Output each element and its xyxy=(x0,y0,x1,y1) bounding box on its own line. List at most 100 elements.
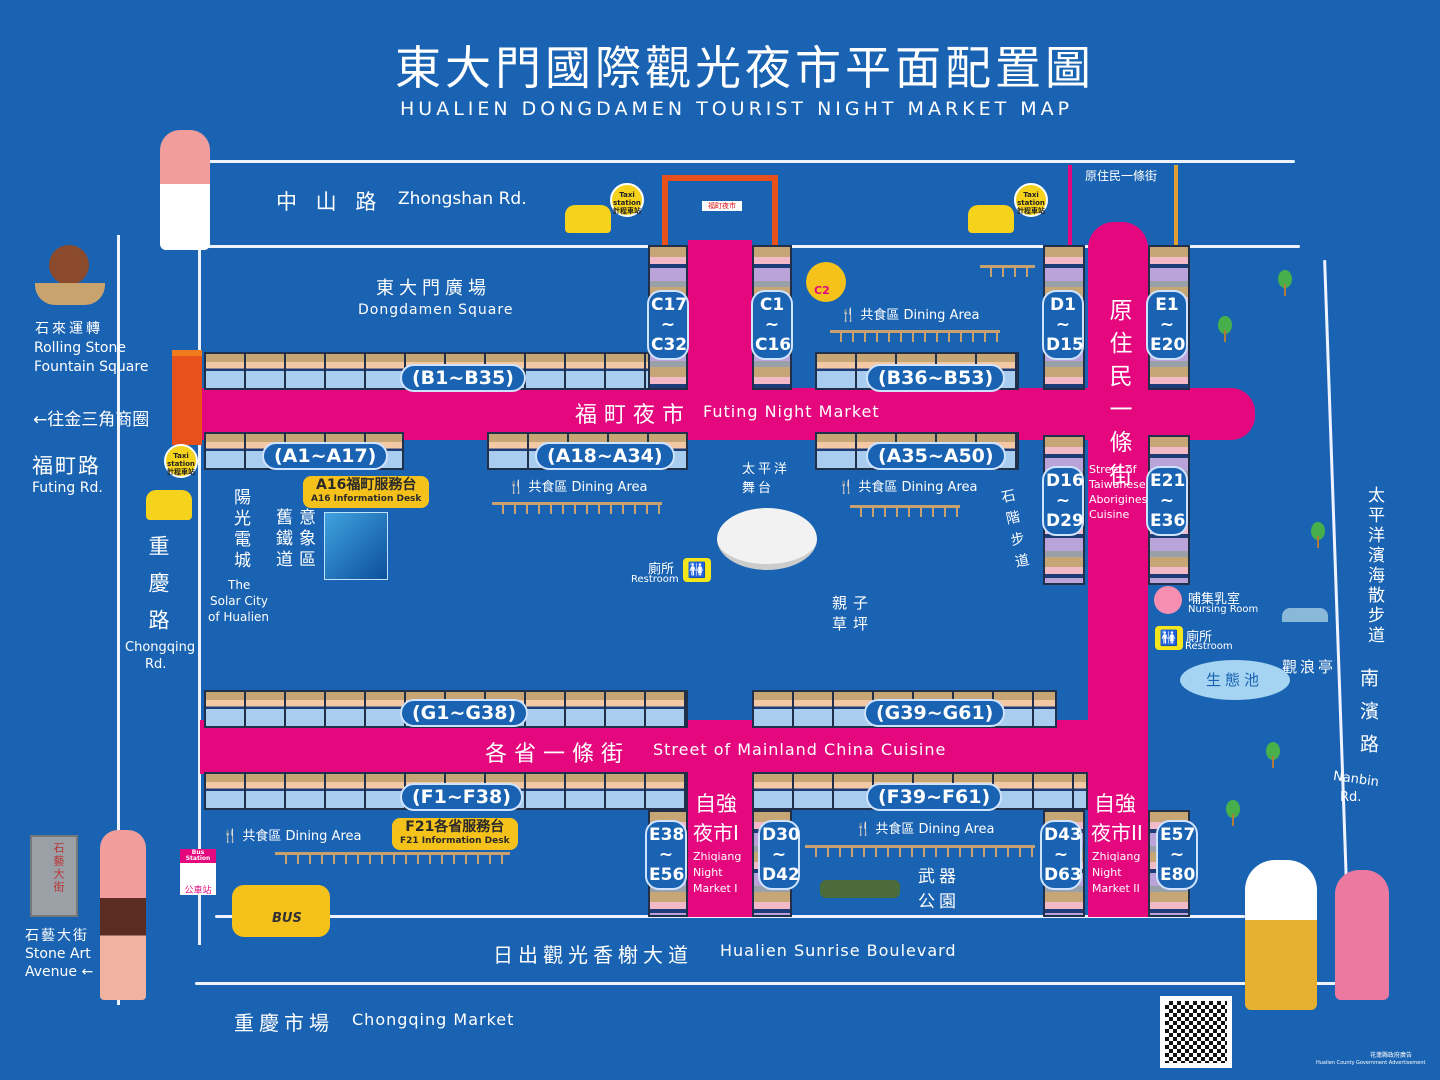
stall-label-f1: (F1~F38) xyxy=(400,783,523,811)
utensils-icon: 🍴 xyxy=(508,480,529,495)
taxi-station-icon: Taxi station 計程車站 xyxy=(1014,183,1048,217)
stall-label-a1: (A1~A17) xyxy=(262,442,389,470)
aboriginal-street-en3: Aborigines xyxy=(1089,493,1148,506)
taxi-station-icon: Taxi station 計程車站 xyxy=(164,444,198,478)
arch-sign: 福町夜市 xyxy=(702,201,742,211)
chongqing-market-en: Chongqing Market xyxy=(352,1010,515,1029)
stall-label-a35: (A35~A50) xyxy=(866,442,1006,470)
rolling-stone-fountain-icon xyxy=(35,245,105,307)
solar-panel-icon xyxy=(324,512,388,580)
futing-road-en: Futing Rd. xyxy=(32,480,103,496)
golden-triangle-direction: ←往金三角商圈 xyxy=(33,410,150,430)
dining-tables-icon xyxy=(850,505,960,517)
couple-illustration xyxy=(1245,860,1317,1010)
tree-icon xyxy=(1278,270,1292,296)
wave-pavilion-icon xyxy=(1282,608,1328,648)
taxi-car-icon xyxy=(146,490,192,520)
restroom-icon: 🚻 xyxy=(683,558,711,582)
ecological-pond xyxy=(1180,660,1290,700)
solar-city-en2: Solar City xyxy=(210,594,268,608)
chongqing-road-en1: Chongqing xyxy=(125,640,196,655)
stone-art-avenue-en2: Avenue ← xyxy=(25,964,94,980)
f21-desk-zh: F21各省服務台 xyxy=(405,819,505,835)
stall-label-c17: C17 ~ C32 xyxy=(647,290,689,360)
dining-area-label: 🍴 共食區 Dining Area xyxy=(838,476,977,495)
stone-art-avenue-en1: Stone Art xyxy=(25,946,91,962)
zhongshan-road-label-zh: 中 山 路 xyxy=(276,190,383,214)
nanbin-road-en1: Nanbin xyxy=(1332,768,1380,791)
wave-pavilion-label: 觀浪亭 xyxy=(1282,658,1337,676)
utensils-icon: 🍴 xyxy=(222,829,243,844)
dining-area-text: 共食區 Dining Area xyxy=(528,480,648,495)
pacific-stage xyxy=(717,508,817,570)
chongqing-road-en2: Rd. xyxy=(145,657,167,672)
stall-label-b1: (B1~B35) xyxy=(400,364,526,392)
dining-tables-icon xyxy=(980,265,1035,277)
aboriginal-gate-sign: 原住民一條街 xyxy=(1085,169,1158,183)
stall-label-e57: E57 ~ E80 xyxy=(1156,820,1198,890)
futing-road-zh: 福町路 xyxy=(32,454,101,478)
zhiqiang-2-zh1: 自強 xyxy=(1094,792,1136,816)
zhiqiang-2-zh2: 夜市II xyxy=(1091,821,1143,845)
west-road-line xyxy=(117,235,120,1005)
map-subtitle: HUALIEN DONGDAMEN TOURIST NIGHT MARKET M… xyxy=(400,98,1074,120)
coastal-walk-label: 太平洋濱海散步道 xyxy=(1364,486,1384,646)
stone-art-avenue-zh: 石藝大街 xyxy=(25,928,89,944)
zhiqiang-2-en3: Market II xyxy=(1092,882,1140,895)
solar-city-en1: The xyxy=(228,578,251,592)
government-ad-en: Hualien County Government Advertisement xyxy=(1316,1060,1426,1066)
dining-area-label: 🍴 共食區 Dining Area xyxy=(222,825,361,844)
mainland-street-en: Street of Mainland China Cuisine xyxy=(653,740,947,759)
zhiqiang-1-en2: Night xyxy=(693,866,723,879)
zhiqiang-1-en1: Zhiqiang xyxy=(693,850,742,863)
zhiqiang-1-zh2: 夜市I xyxy=(693,821,739,845)
nursing-room-en: Nursing Room xyxy=(1188,604,1259,615)
stall-label-g39: (G39~G61) xyxy=(864,699,1006,727)
zhiqiang-2-en1: Zhiqiang xyxy=(1092,850,1141,863)
restroom-zh: 廁所 xyxy=(1186,630,1213,645)
stall-label-e21: E21 ~ E36 xyxy=(1146,466,1188,536)
dining-area-label: 🍴 共食區 Dining Area xyxy=(508,476,647,495)
zhongshan-road-line-top xyxy=(205,160,1295,163)
stall-label-d1: D1 ~ D15 xyxy=(1042,290,1084,360)
dining-tables-icon xyxy=(830,330,1000,342)
stone-art-monument-sign: 石藝大街 xyxy=(52,842,65,894)
qr-code[interactable] xyxy=(1160,996,1232,1068)
futing-street-zh: 福 町 夜 市 xyxy=(575,403,684,428)
solar-city-en3: of Hualien xyxy=(208,610,270,624)
zhiqiang-1-zh1: 自強 xyxy=(695,792,737,816)
futing-night-market-street xyxy=(200,388,1255,440)
chongqing-road-zh: 重慶路 xyxy=(146,535,170,646)
stall-label-e1: E1 ~ E20 xyxy=(1146,290,1188,360)
aboriginal-street-en1: Street of xyxy=(1089,463,1137,476)
stall-label-a18: (A18~A34) xyxy=(535,442,675,470)
nanbin-road-line xyxy=(1323,260,1350,940)
nanbin-road-zh: 南濱路 xyxy=(1357,668,1379,767)
sunrise-boulevard-en: Hualien Sunrise Boulevard xyxy=(720,941,957,960)
restroom-en: Restroom xyxy=(1185,641,1233,652)
dining-tables-icon xyxy=(805,845,1035,857)
dining-tables-icon xyxy=(492,502,662,514)
rolling-stone-en1: Rolling Stone xyxy=(34,340,126,356)
dining-area-label: 🍴 共食區 Dining Area xyxy=(855,818,994,837)
utensils-icon: 🍴 xyxy=(840,308,861,323)
old-railway-zh2: 意象區 xyxy=(295,508,315,571)
nursing-room-zh: 哺集乳室 xyxy=(1188,592,1241,607)
restroom-en: Restroom xyxy=(631,574,679,585)
stone-art-monument xyxy=(30,835,78,917)
dongdamen-square-en: Dongdamen Square xyxy=(358,302,514,318)
zhongshan-road-label-en: Zhongshan Rd. xyxy=(398,189,527,209)
stone-steps-label: 石階步道 xyxy=(998,487,1032,577)
stall-label-d16: D16 ~ D29 xyxy=(1042,466,1084,536)
stall-label-d30: D30 ~ D42 xyxy=(758,820,800,890)
walking-person-illustration xyxy=(160,130,210,250)
f21-desk-en: F21 Information Desk xyxy=(400,836,510,846)
dining-tables-icon xyxy=(275,852,510,864)
dining-area-text: 共食區 Dining Area xyxy=(242,829,362,844)
bus-station-en: Bus Station xyxy=(185,849,211,862)
stall-label-e38: E38 ~ E56 xyxy=(645,820,687,890)
dongdamen-square-zh: 東大門廣場 xyxy=(376,278,491,299)
bus-station-zh: 公車站 xyxy=(184,886,212,896)
